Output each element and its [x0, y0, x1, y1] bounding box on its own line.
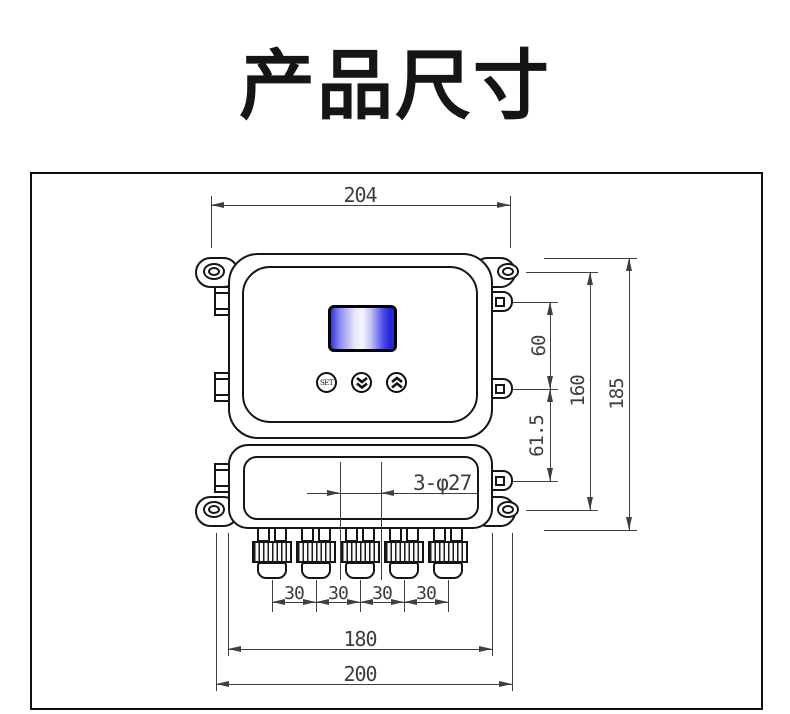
gland-cap [257, 562, 287, 579]
up-button [386, 372, 407, 393]
extension-line [526, 510, 598, 511]
extension-line [526, 272, 598, 273]
extension-line [360, 580, 361, 612]
dim-label-60: 60 [528, 335, 550, 357]
ear-hole-inner [208, 505, 220, 514]
arrowhead-left [316, 598, 329, 605]
arrowhead-up [625, 258, 632, 271]
lcd-screen [328, 305, 397, 352]
arrowhead-up [546, 389, 553, 402]
arrowhead-left [360, 598, 373, 605]
arrowhead-right [435, 598, 448, 605]
gland-nut [296, 541, 336, 563]
page-title: 产品尺寸 [239, 41, 551, 130]
extension-line [513, 481, 558, 482]
gland-neck [274, 527, 287, 542]
hinge-top [214, 286, 230, 316]
dim-line [216, 684, 512, 685]
dim-line [629, 258, 630, 530]
ear-hole-inner [208, 267, 220, 276]
gland-neck [389, 527, 402, 542]
dim-line [590, 272, 591, 510]
dim-label-160: 160 [567, 375, 589, 407]
extension-line [510, 196, 511, 248]
gland-cap [433, 562, 463, 579]
extension-line [513, 389, 558, 390]
dim-label-61-5: 61.5 [526, 415, 548, 457]
extension-line [316, 580, 317, 612]
arrowhead-right [347, 598, 360, 605]
arrowhead-left [211, 201, 224, 208]
gland-nut [428, 541, 468, 563]
arrowhead-left [404, 598, 417, 605]
arrowhead-up [546, 302, 553, 315]
arrowhead-right [497, 201, 510, 208]
arrowhead-down [625, 517, 632, 530]
extension-line [216, 533, 217, 691]
latch-middle-hole [495, 384, 505, 394]
gland-neck [345, 527, 358, 542]
arrowhead-right [499, 680, 512, 687]
arrowhead-left [272, 598, 285, 605]
arrowhead-left [216, 680, 229, 687]
dim-label-30: 30 [416, 583, 437, 604]
dim-label-30: 30 [284, 583, 305, 604]
gland-cap [301, 562, 331, 579]
extension-line [544, 530, 637, 531]
dim-label-185: 185 [606, 378, 628, 410]
extension-line [544, 258, 637, 259]
extension-line [211, 196, 212, 248]
dim-label-200: 200 [343, 662, 377, 686]
ear-hole-inner [502, 505, 514, 514]
arrowhead-right [479, 645, 492, 652]
gland-neck [257, 527, 270, 542]
set-button-label: SET [319, 378, 334, 387]
extension-line [404, 580, 405, 612]
arrowhead-down [546, 468, 553, 481]
hole-tangent-line [340, 462, 341, 580]
gland-neck [433, 527, 446, 542]
gland-cap [389, 562, 419, 579]
gland-neck [406, 527, 419, 542]
gland-neck [450, 527, 463, 542]
hole-callout-label: 3-φ27 [413, 471, 472, 495]
extension-line [492, 533, 493, 656]
arrowhead-down [546, 376, 553, 389]
arrowhead-down [586, 497, 593, 510]
terminal-cover-inner [243, 456, 479, 520]
arrowhead-left [381, 489, 394, 496]
dim-line [211, 205, 510, 206]
extension-line [448, 580, 449, 612]
dim-label-30: 30 [372, 583, 393, 604]
ear-hole-inner [502, 267, 514, 276]
arrowhead-right [327, 489, 340, 496]
latch-bottom-hole [495, 476, 505, 486]
hole-tangent-line [381, 462, 382, 580]
extension-line [228, 533, 229, 656]
extension-line [512, 533, 513, 691]
gland-cap [345, 562, 375, 579]
gland-nut [252, 541, 292, 563]
arrowhead-right [391, 598, 404, 605]
extension-line [513, 302, 558, 303]
down-button [351, 372, 372, 393]
gland-nut [340, 541, 380, 563]
double-chevron-up-icon [390, 375, 403, 389]
dim-label-30: 30 [328, 583, 349, 604]
gland-nut [384, 541, 424, 563]
dim-label-180: 180 [343, 627, 377, 651]
extension-line [272, 580, 273, 612]
gland-neck [318, 527, 331, 542]
arrowhead-up [586, 272, 593, 285]
arrowhead-right [303, 598, 316, 605]
double-chevron-down-icon [355, 376, 368, 389]
gland-neck [362, 527, 375, 542]
set-button: SET [316, 372, 337, 393]
latch-top-hole [495, 297, 505, 307]
dim-line [228, 649, 492, 650]
arrowhead-left [228, 645, 241, 652]
dim-label-204: 204 [343, 183, 377, 207]
gland-neck [301, 527, 314, 542]
